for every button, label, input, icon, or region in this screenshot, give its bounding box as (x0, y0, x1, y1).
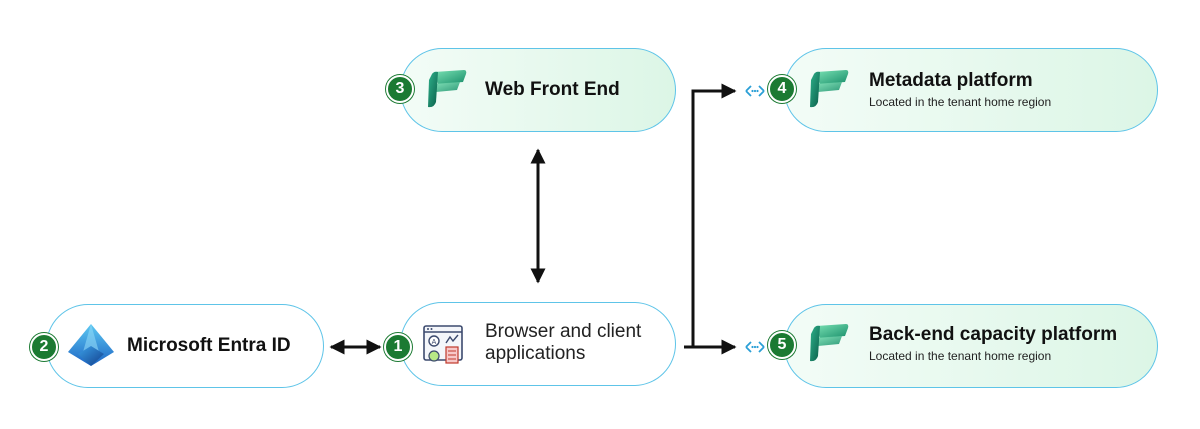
browser-client-title-line2: applications (485, 343, 586, 364)
arrow-browser-metadata (684, 83, 737, 349)
web-front-end-title: Web Front End (485, 79, 620, 100)
browser-client-title: Browser and client applications (485, 321, 641, 365)
step-badge-1: 1 (384, 333, 412, 361)
backend-platform-node (784, 304, 1158, 388)
step-badge-2: 2 (30, 333, 58, 361)
step-badge-5: 5 (768, 331, 796, 359)
backend-platform-title: Back-end capacity platform (869, 324, 1118, 345)
entra-id-title: Microsoft Entra ID (127, 335, 291, 356)
step-badge-4: 4 (768, 75, 796, 103)
fabric-logo-icon (428, 70, 467, 108)
entra-id-logo-icon (68, 324, 114, 366)
backend-platform-subtitle: Located in the tenant home region (869, 349, 1052, 363)
step-badge-3: 3 (386, 75, 414, 103)
svg-text:A: A (432, 339, 437, 346)
browser-app-icon: A (423, 325, 463, 364)
fabric-logo-icon (810, 70, 849, 108)
private-endpoint-icon (745, 341, 765, 353)
browser-client-title-line1: Browser and client (485, 321, 642, 342)
metadata-platform-subtitle: Located in the tenant home region (869, 95, 1052, 109)
fabric-logo-icon (810, 324, 849, 362)
metadata-platform-title: Metadata platform (869, 70, 1033, 91)
metadata-platform-node (784, 48, 1158, 132)
private-endpoint-icon (745, 85, 765, 97)
